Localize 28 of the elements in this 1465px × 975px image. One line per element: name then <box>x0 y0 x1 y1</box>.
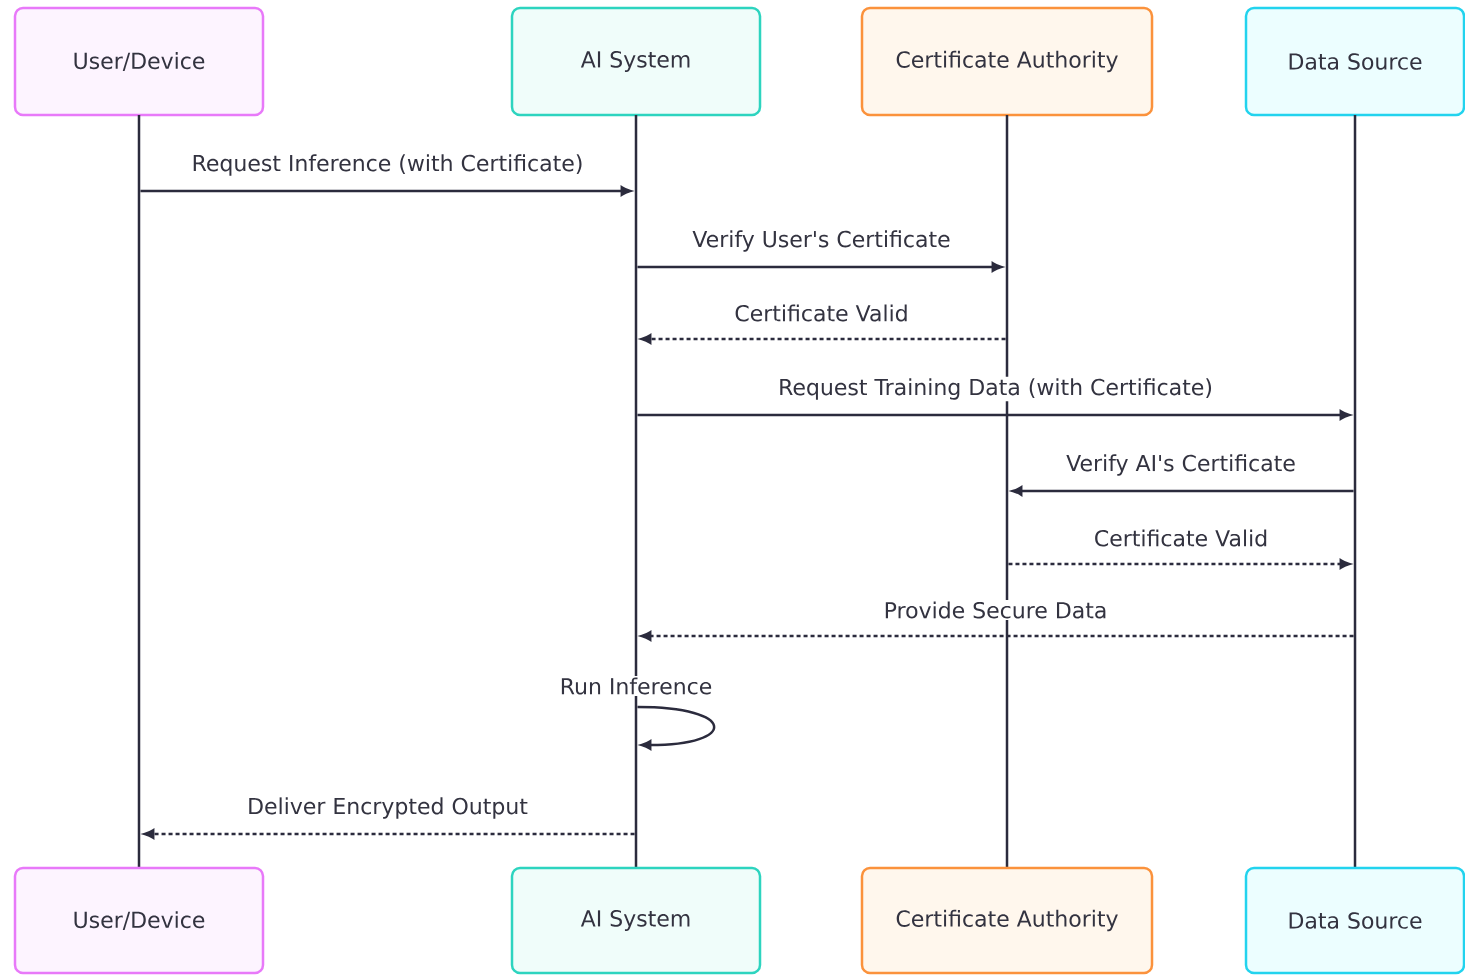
edge-label: Run Inference <box>558 676 714 696</box>
arrow <box>1011 486 1354 496</box>
participant-box: Data Source <box>1244 6 1465 117</box>
arrow <box>637 410 1351 420</box>
edge-label: Certificate Valid <box>1092 528 1270 548</box>
arrow <box>1008 559 1351 569</box>
participant-box: Certificate Authority <box>860 866 1154 975</box>
arrow <box>640 631 1354 641</box>
arrow <box>140 186 632 196</box>
self-arrow <box>637 705 715 750</box>
edge-label: Verify AI's Certificate <box>1064 452 1298 478</box>
participant-box: Certificate Authority <box>860 6 1154 117</box>
participant-box: AI System <box>510 866 762 975</box>
participant-box: User/Device <box>13 6 265 117</box>
participant-box: User/Device <box>13 866 265 975</box>
edge-label: Certificate Valid <box>732 303 911 323</box>
edge-label: Provide Secure Data <box>882 600 1109 620</box>
edge-label: Deliver Encrypted Output <box>245 795 530 821</box>
participant-box: AI System <box>510 6 762 117</box>
edge-label: Request Training Data (with Certificate) <box>776 376 1215 402</box>
edge-label: Request Inference (with Certificate) <box>190 152 585 178</box>
participant-box: Data Source <box>1244 866 1465 975</box>
arrow <box>143 829 635 839</box>
arrow <box>637 262 1003 272</box>
lifeline <box>1353 115 1357 868</box>
edge-label: Verify User's Certificate <box>690 228 953 254</box>
lifeline <box>137 115 141 868</box>
arrow <box>640 334 1006 344</box>
